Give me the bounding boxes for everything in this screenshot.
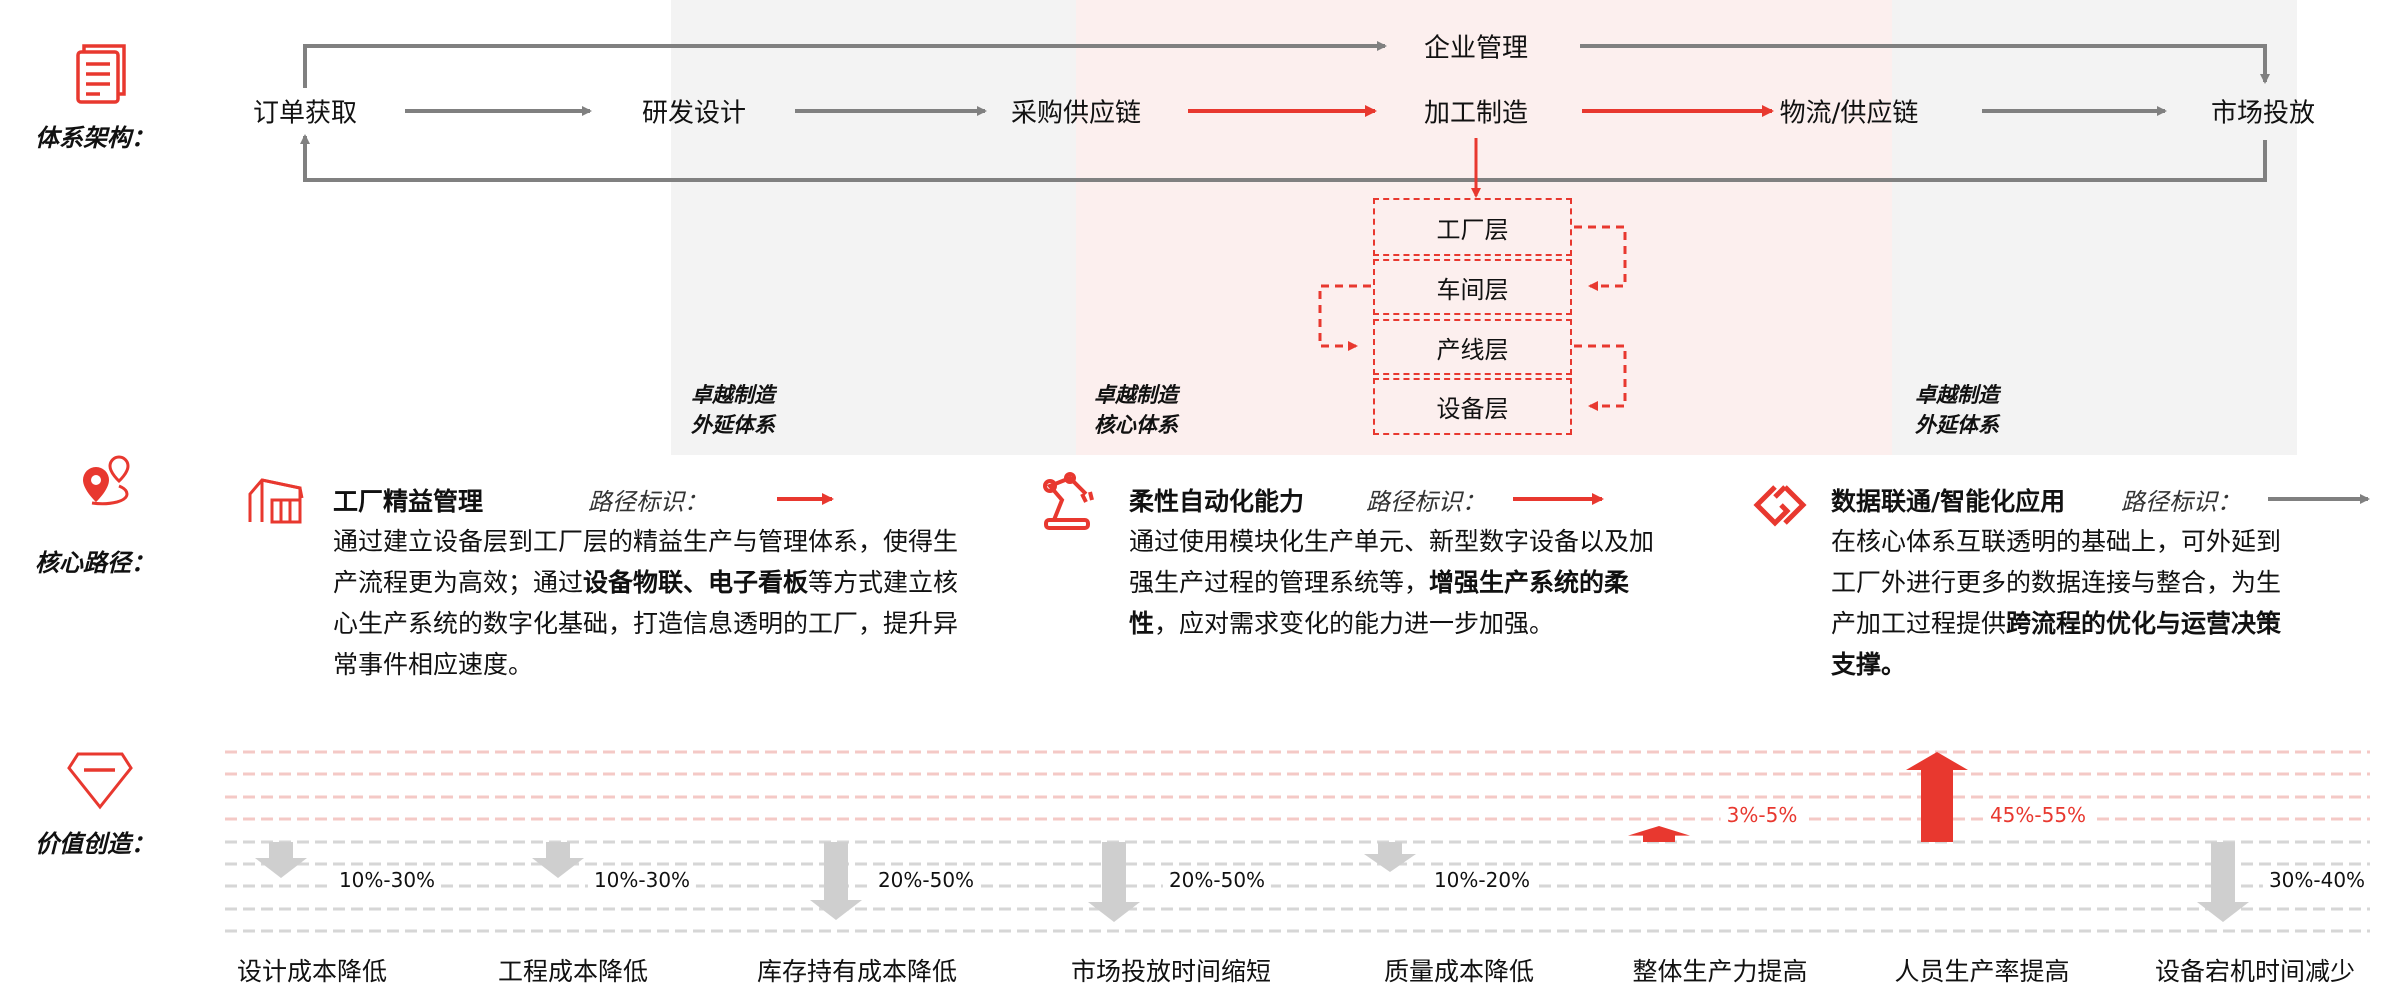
value-label: 市场投放时间缩短 xyxy=(1070,957,1272,986)
node-rnd-design: 研发设计 xyxy=(641,98,747,129)
column-body: 在核心体系互联透明的基础上，可外延到工厂外进行更多的数据连接与整合，为生产加工过… xyxy=(1831,521,2291,685)
layer-link-workshop-line xyxy=(1318,284,1371,351)
value-label: 设计成本降低 xyxy=(236,957,388,986)
value-label: 人员生产率提高 xyxy=(1894,957,2070,986)
value-range: 30%-40% xyxy=(2262,868,2372,892)
node-market-launch: 市场投放 xyxy=(2210,98,2316,129)
value-range: 45%-55% xyxy=(1983,803,2093,827)
group-label-extension-right: 卓越制造外延体系 xyxy=(1915,380,1999,440)
body-text-bold: 跨流程的优化与运营决策支撑。 xyxy=(1831,609,2282,679)
group-label-extension-left: 卓越制造外延体系 xyxy=(691,380,775,440)
path-marker-label: 路径标识： xyxy=(588,488,708,516)
value-label: 设备宕机时间减少 xyxy=(2154,957,2356,986)
layer-label: 车间层 xyxy=(1436,275,1509,304)
group-label-line: 卓越制造 xyxy=(1915,383,1999,407)
feedback-loop-line xyxy=(300,134,2267,182)
section-label-value-creation: 价值创造： xyxy=(35,830,155,858)
node-order-acquisition: 订单获取 xyxy=(252,98,358,129)
layer-label: 产线层 xyxy=(1436,335,1509,364)
value-range: 10%-30% xyxy=(587,868,697,892)
section-label-core-path: 核心路径： xyxy=(35,549,155,577)
value-range: 20%-50% xyxy=(1162,868,1272,892)
layer-link-factory-workshop xyxy=(1574,225,1627,291)
node-manufacturing: 加工制造 xyxy=(1423,98,1529,129)
layer-label: 工厂层 xyxy=(1436,215,1509,244)
node-procurement: 采购供应链 xyxy=(1010,98,1142,129)
value-label: 库存持有成本降低 xyxy=(756,957,958,986)
path-marker-label: 路径标识： xyxy=(2121,488,2241,516)
layer-factory: 工厂层 xyxy=(1373,198,1572,256)
column-title: 工厂精益管理 xyxy=(333,487,484,516)
value-range: 10%-20% xyxy=(1427,868,1537,892)
value-label: 整体生产力提高 xyxy=(1632,957,1808,986)
body-text: 通过建立设备层到工厂层的精益生产与管理体系，使得生产流程更为高效；通过 xyxy=(333,527,959,597)
loop-top-line xyxy=(303,41,1387,88)
section-label-architecture: 体系架构： xyxy=(35,124,155,152)
node-enterprise-management: 企业管理 xyxy=(1413,27,1539,65)
body-text: 在核心体系互联透明的基础上，可外延到工厂外进行更多的数据连接与整合，为生产加工过… xyxy=(1831,527,2282,638)
path-marker-label: 路径标识： xyxy=(1366,488,1486,516)
body-text-bold: 设备物联、电子看板 xyxy=(583,568,809,597)
group-label-line: 核心体系 xyxy=(1094,413,1178,437)
layer-label: 设备层 xyxy=(1436,395,1509,423)
group-label-line: 卓越制造 xyxy=(691,383,775,407)
body-text: 通过使用模块化生产单元、新型数字设备以及加强生产过程的管理系统等， xyxy=(1129,527,1655,597)
column-title: 柔性自动化能力 xyxy=(1129,487,1305,516)
body-text: 等方式建立核心生产系统的数字化基础，打造信息透明的工厂，提升异常事件相应速度。 xyxy=(333,568,959,679)
value-range: 10%-30% xyxy=(332,868,442,892)
enterprise-to-market-line xyxy=(1580,44,2270,84)
layer-link-line-equipment xyxy=(1574,344,1627,411)
body-text-bold: 增强生产系统的柔性 xyxy=(1129,568,1630,638)
value-label: 质量成本降低 xyxy=(1383,957,1535,986)
column-body: 通过使用模块化生产单元、新型数字设备以及加强生产过程的管理系统等，增强生产系统的… xyxy=(1129,521,1669,644)
group-label-line: 外延体系 xyxy=(1915,413,1999,437)
value-label: 工程成本降低 xyxy=(497,957,649,986)
layer-production-line: 产线层 xyxy=(1373,319,1572,375)
value-range: 3%-5% xyxy=(1720,803,1804,827)
group-label-core: 卓越制造核心体系 xyxy=(1094,380,1178,440)
group-label-line: 卓越制造 xyxy=(1094,383,1178,407)
body-text: ，应对需求变化的能力进一步加强。 xyxy=(1154,609,1555,638)
layer-workshop: 车间层 xyxy=(1373,259,1572,315)
column-body: 通过建立设备层到工厂层的精益生产与管理体系，使得生产流程更为高效；通过设备物联、… xyxy=(333,521,963,685)
group-label-line: 外延体系 xyxy=(691,413,775,437)
column-title: 数据联通/智能化应用 xyxy=(1831,487,2066,516)
node-logistics: 物流/供应链 xyxy=(1779,98,1919,129)
value-range: 20%-50% xyxy=(871,868,981,892)
layer-equipment: 设备层 xyxy=(1373,378,1572,435)
